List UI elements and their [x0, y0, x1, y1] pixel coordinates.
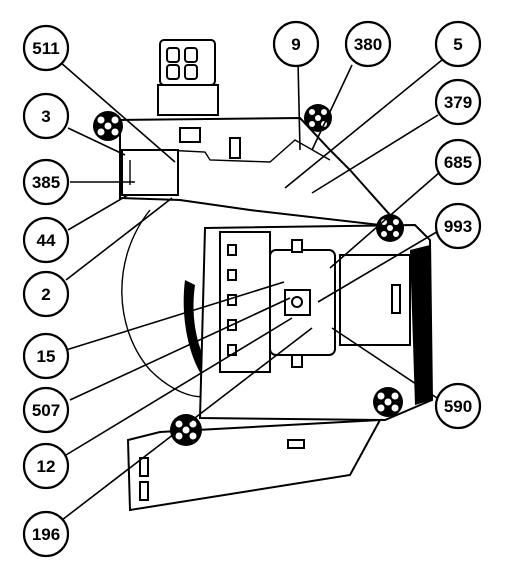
callout-511: 511 — [22, 24, 70, 72]
callouts: 511 3 385 44 2 15 507 12 — [22, 20, 482, 558]
callout-2-label: 2 — [41, 285, 50, 304]
leader-380 — [311, 64, 353, 151]
callout-685: 685 — [434, 138, 482, 186]
leader-379 — [311, 114, 439, 194]
callout-9-label: 9 — [291, 35, 300, 54]
grommet-top-left — [93, 111, 123, 141]
callout-379: 379 — [434, 78, 482, 126]
grommet-mid-right — [376, 214, 404, 242]
callout-993: 993 — [434, 202, 482, 250]
callout-12: 12 — [22, 442, 70, 490]
leader-993 — [317, 229, 441, 303]
callout-380-label: 380 — [354, 35, 382, 54]
callout-5: 5 — [434, 20, 482, 68]
callout-196-label: 196 — [32, 525, 60, 544]
callout-385-label: 385 — [32, 173, 60, 192]
leader-44 — [67, 194, 129, 231]
callout-379-label: 379 — [444, 93, 472, 112]
callout-15-label: 15 — [37, 347, 56, 366]
curved-housing-dark — [183, 280, 212, 380]
leader-9 — [297, 61, 301, 151]
leader-2 — [65, 197, 173, 281]
leader-5 — [284, 59, 443, 189]
grommet-lower-right — [373, 387, 403, 417]
callout-590: 590 — [434, 382, 482, 430]
leader-685 — [329, 171, 441, 269]
callout-2: 2 — [22, 270, 70, 318]
leader-507 — [69, 297, 291, 401]
curved-housing — [121, 209, 211, 398]
leader-15 — [65, 281, 285, 351]
lower-slot-2 — [139, 481, 149, 501]
top-connector — [157, 39, 219, 116]
callout-44: 44 — [22, 216, 70, 264]
leader-3 — [67, 127, 126, 156]
leader-590 — [331, 327, 441, 401]
callout-3: 3 — [22, 92, 70, 140]
callout-3-label: 3 — [41, 107, 50, 126]
left-clip — [121, 149, 179, 196]
leader-511 — [59, 61, 176, 163]
callout-507-label: 507 — [32, 401, 60, 420]
bracket-slot — [229, 137, 241, 159]
upper-bracket-inner — [164, 139, 331, 163]
callout-385: 385 — [22, 158, 70, 206]
callout-993-label: 993 — [444, 217, 472, 236]
lower-plate — [126, 418, 382, 512]
lower-tab — [287, 439, 305, 449]
leader-12 — [65, 317, 293, 456]
connector-strip — [219, 231, 271, 373]
module-housing-shade — [410, 245, 432, 405]
callout-44-label: 44 — [37, 231, 56, 250]
callout-12-label: 12 — [37, 457, 56, 476]
callout-511-label: 511 — [32, 39, 59, 58]
callout-590-label: 590 — [444, 397, 472, 416]
callout-5-label: 5 — [453, 35, 462, 54]
leader-196 — [61, 327, 313, 521]
callout-685-label: 685 — [444, 153, 472, 172]
callout-507: 507 — [22, 386, 70, 434]
callout-9: 9 — [272, 20, 320, 68]
bracket-tab — [179, 127, 201, 143]
callout-196: 196 — [22, 510, 70, 558]
callout-15: 15 — [22, 332, 70, 380]
right-panel-slot — [391, 284, 401, 314]
lower-slot-1 — [139, 457, 149, 477]
grommet-lower-left — [170, 414, 202, 446]
leader-lines — [59, 59, 443, 521]
callout-380: 380 — [344, 20, 392, 68]
center-connector — [269, 239, 336, 368]
